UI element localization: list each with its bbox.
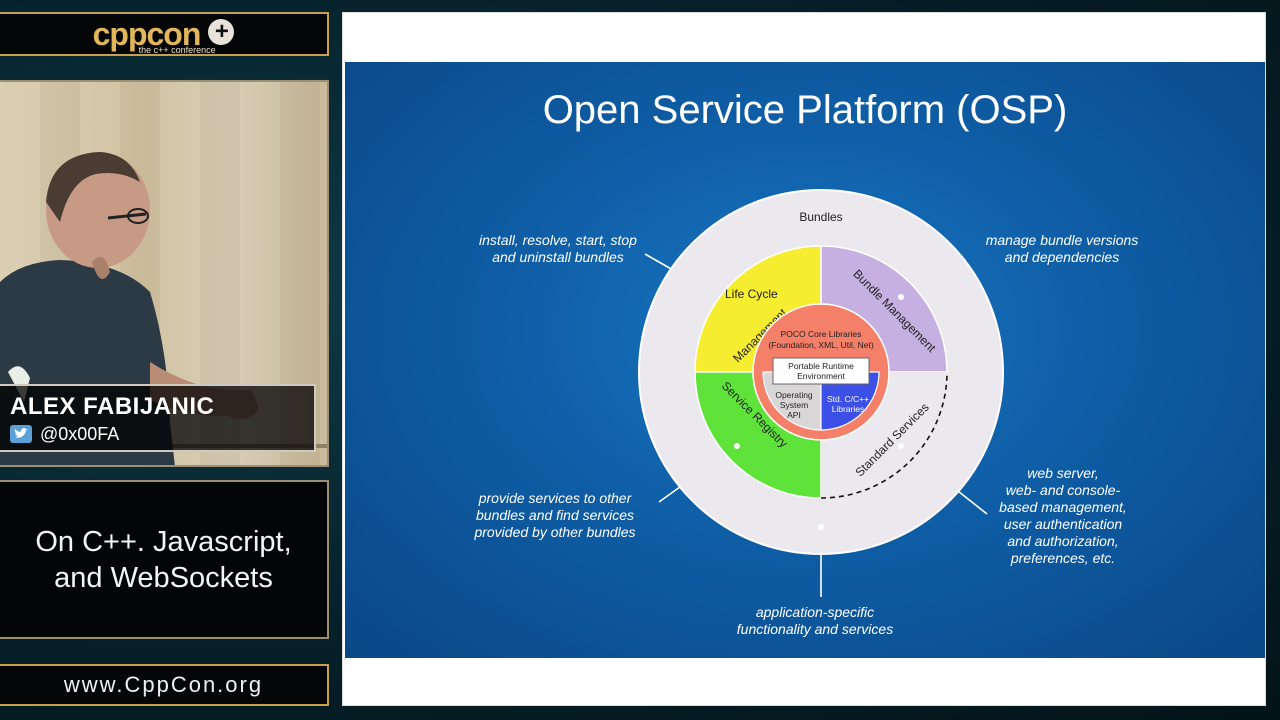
annotation-standard: web server, web- and console- based mana… (985, 465, 1141, 567)
speaker-nameplate: ALEX FABIJANIC @0x00FA (0, 384, 316, 452)
os-api-segment (762, 371, 822, 431)
annotation-bundle-l1: manage bundle versions (985, 232, 1139, 248)
pointer-dots (734, 294, 904, 530)
annotation-lifecycle-l1: install, resolve, start, stop (479, 232, 637, 248)
annotation-registry: provide services to other bundles and fi… (455, 490, 655, 541)
pointer-lifecycle (644, 253, 674, 271)
logo-text: cppcon the c++ conference + (92, 16, 235, 55)
annotation-bundle: manage bundle versions and dependencies (967, 232, 1157, 266)
runtime-box (772, 357, 870, 385)
ring-label: Bundles (799, 210, 842, 224)
logo-tagline: the c++ conference (138, 45, 216, 55)
annotation-standard-l6: preferences, etc. (1010, 550, 1116, 566)
annotation-standard-l4: user authentication (1003, 516, 1123, 532)
speaker-handle-row: @0x00FA (10, 422, 304, 446)
annotation-standard-l3: based management, (999, 499, 1127, 515)
talk-title-line2: and WebSockets (54, 561, 273, 594)
annotation-lifecycle: install, resolve, start, stop and uninst… (455, 232, 661, 266)
slide: Open Service Platform (OSP) Bundles (345, 62, 1265, 658)
dot-registry (734, 443, 740, 449)
annotation-registry-l3: provided by other bundles (474, 524, 636, 540)
core-line2: (Foundation, XML, Util, Net) (768, 340, 874, 350)
annotation-app-l1: application-specific (755, 604, 875, 620)
talk-title: On C++. Javascript, and WebSockets (35, 524, 291, 596)
cppcon-logo: cppcon the c++ conference + (0, 12, 329, 56)
annotation-registry-l1: provide services to other (478, 490, 632, 506)
standard-dashed-border (820, 371, 948, 499)
annotation-standard-l5: and authorization, (1007, 533, 1119, 549)
slide-title: Open Service Platform (OSP) (542, 88, 1068, 132)
plus-icon: + (208, 19, 235, 45)
dot-app (818, 524, 824, 530)
runtime-l1: Portable Runtime (788, 361, 854, 371)
core-line1: POCO Core Libraries (781, 329, 862, 339)
annotation-app-l2: functionality and services (736, 621, 894, 637)
dot-bundle (898, 294, 904, 300)
slide-frame: Open Service Platform (OSP) Bundles (342, 12, 1266, 706)
speaker-handle: @0x00FA (40, 424, 120, 444)
os-l3: API (787, 410, 801, 420)
os-l2: System (780, 400, 808, 410)
osp-diagram: Bundles Life Cycle Management Bundle Man… (638, 189, 1004, 597)
annotation-lifecycle-l2: and uninstall bundles (492, 249, 624, 265)
twitter-icon (10, 425, 32, 443)
annotation-bundle-l2: and dependencies (1004, 249, 1120, 265)
label-lifecycle-l1: Life Cycle (725, 287, 778, 301)
std-l2: Libraries (832, 404, 865, 414)
dot-standard (898, 443, 904, 449)
os-l1: Operating (775, 390, 813, 400)
conference-url: www.CppCon.org (0, 664, 329, 706)
annotation-app: application-specific functionality and s… (715, 604, 915, 638)
annotation-registry-l2: bundles and find services (476, 507, 634, 523)
label-lifecycle: Life Cycle (725, 287, 778, 301)
talk-title-line1: On C++. Javascript, (35, 525, 292, 558)
std-l1: Std. C/C++ (827, 394, 869, 404)
annotation-standard-l1: web server, (1027, 465, 1099, 481)
runtime-l2: Environment (797, 371, 845, 381)
annotation-standard-l2: web- and console- (1005, 482, 1121, 498)
talk-title-box: On C++. Javascript, and WebSockets (0, 480, 329, 639)
speaker-name: ALEX FABIJANIC (10, 393, 215, 420)
std-libs-segment (820, 371, 880, 431)
logo-main: cppcon (92, 16, 202, 52)
